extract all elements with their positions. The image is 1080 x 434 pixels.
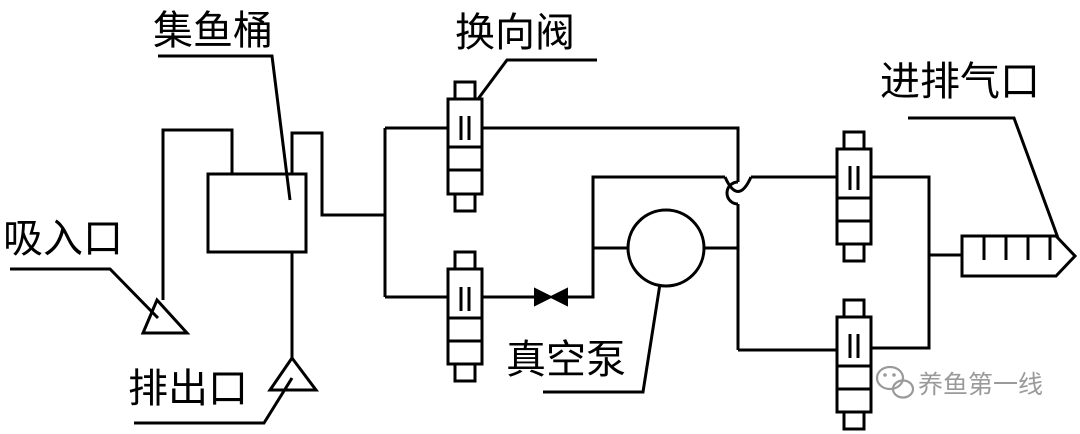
pipe-check-pump [567,246,628,299]
suction-pipe [161,128,234,300]
label-fish-tank: 集鱼桶 [153,8,273,54]
air-port [960,234,1078,278]
reversing-valve-2 [446,250,484,383]
label-leader-discharge [134,377,294,425]
check-valve [534,287,568,307]
suction-port [140,297,191,335]
label-leader-suction [10,267,160,320]
pipe-valve1-right [482,126,740,182]
pipe-pump-loop-arc [723,176,753,193]
label-air-port: 进排气口 [880,59,1040,105]
label-reversing-valve: 换向阀 [455,10,575,56]
label-leader-pump [543,283,662,394]
pipe-pump-loop [591,175,725,248]
discharge-port [267,355,319,392]
pipe-valve3-right [871,175,931,350]
reversing-valve-3 [835,130,873,263]
wechat-icon [875,365,915,399]
reversing-valve-1 [446,80,484,213]
label-suction-port: 吸入口 [3,216,123,262]
label-vacuum-pump: 真空泵 [506,337,626,383]
vacuum-pump [626,208,706,288]
watermark-text: 养鱼第一线 [918,370,1043,399]
pipe-crossover-hump [725,180,739,206]
label-leader-valve [476,58,597,100]
label-leader-fish-tank [158,54,292,201]
fish-tank [206,172,308,254]
reversing-valve-4 [835,298,873,431]
label-leader-air-port [908,116,1060,239]
label-discharge-port: 排出口 [128,366,248,412]
tank-outlet-pipe [290,131,385,217]
